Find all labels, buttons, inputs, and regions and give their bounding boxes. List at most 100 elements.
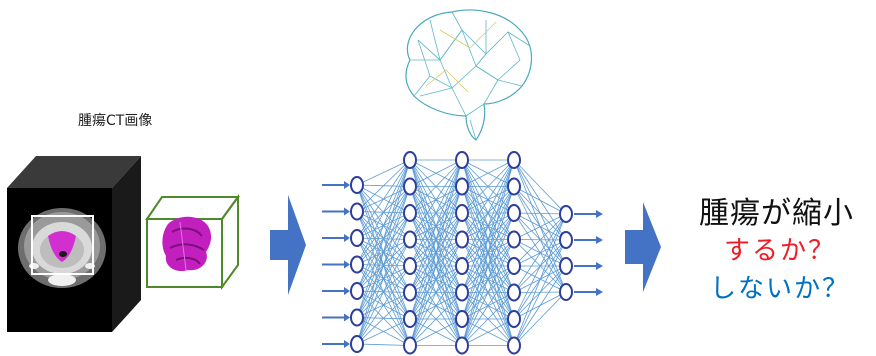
network-node	[507, 283, 521, 302]
network-edge	[513, 212, 567, 215]
input-arrow-head	[344, 181, 350, 189]
network-edge	[513, 213, 567, 293]
network-edge	[409, 159, 463, 267]
network-node	[507, 230, 521, 249]
network-edge	[409, 159, 463, 240]
output-arrow-head	[596, 262, 603, 270]
network-node	[559, 283, 573, 301]
network-edge	[409, 212, 463, 346]
input-arrow-head	[344, 260, 350, 269]
network-node	[350, 282, 364, 300]
network-edge	[461, 212, 515, 346]
network-node	[559, 205, 573, 223]
network-node	[507, 336, 521, 355]
network-edge	[461, 186, 515, 346]
network-edge	[356, 159, 411, 212]
input-arrow-head	[344, 313, 350, 322]
network-node	[350, 255, 364, 274]
network-node	[350, 335, 364, 353]
network-edge	[513, 159, 567, 215]
network-edge	[513, 291, 567, 346]
network-edge	[461, 159, 515, 187]
output-answer-no: しないか？	[710, 274, 851, 304]
network-edge	[356, 239, 411, 345]
network-edge	[409, 159, 463, 346]
network-node	[455, 151, 469, 169]
network-edge	[356, 159, 411, 265]
output-arrow-head	[596, 236, 603, 244]
ct-scan-volume-icon	[7, 156, 141, 332]
network-edge	[356, 212, 411, 345]
network-edge	[356, 186, 411, 345]
network-node	[403, 283, 417, 302]
network-node	[507, 204, 521, 222]
network-edge	[356, 318, 411, 345]
network-edge	[513, 213, 567, 267]
network-edge	[409, 186, 463, 346]
process-arrow-2	[625, 202, 661, 292]
network-edge	[356, 159, 411, 318]
network-node	[507, 310, 521, 328]
network-node	[455, 283, 469, 302]
network-edge	[356, 159, 411, 239]
network-node	[559, 257, 573, 275]
network-edge	[409, 159, 463, 187]
network-node	[507, 257, 521, 275]
network-edge	[461, 318, 515, 346]
network-node	[403, 204, 417, 222]
network-node	[403, 151, 417, 169]
output-arrow-head	[596, 288, 603, 296]
network-edge	[513, 239, 567, 346]
network-edge	[461, 159, 515, 293]
network-edge	[513, 213, 567, 346]
network-node	[455, 336, 469, 355]
network-node	[350, 202, 364, 221]
network-edge	[461, 239, 515, 346]
tumor-3d-model-icon	[145, 193, 240, 291]
brain-mesh-icon	[405, 9, 532, 141]
network-node	[350, 229, 364, 247]
ct-image-label: 腫瘍CT画像	[78, 113, 153, 129]
input-arrow-head	[344, 340, 350, 348]
network-edge	[409, 318, 463, 346]
network-node	[403, 177, 417, 196]
network-edge	[356, 159, 411, 345]
network-edge	[513, 213, 567, 240]
network-edge	[409, 265, 463, 346]
ct-slice-image	[18, 208, 106, 288]
network-edge	[513, 213, 567, 320]
network-node	[559, 231, 573, 249]
process-arrow-1	[270, 195, 306, 295]
input-arrow-head	[344, 287, 350, 295]
output-answer-yes: するか？	[724, 236, 837, 266]
network-node	[350, 176, 364, 194]
output-arrow-head	[596, 210, 603, 218]
network-edge	[461, 159, 515, 240]
network-edge	[461, 159, 515, 320]
network-node	[507, 177, 521, 196]
network-edge	[513, 186, 567, 215]
network-edge	[461, 292, 515, 346]
network-node	[507, 151, 521, 169]
network-node	[455, 310, 469, 328]
network-edge	[409, 239, 463, 346]
network-edge	[356, 265, 411, 345]
network-node	[350, 308, 364, 327]
network-node	[403, 336, 417, 355]
network-node	[455, 230, 469, 249]
network-edge	[356, 159, 411, 292]
network-edge	[461, 265, 515, 346]
neural-network-icon	[322, 151, 603, 355]
input-arrow-head	[344, 234, 350, 242]
network-edge	[513, 265, 567, 346]
input-arrow-head	[344, 207, 350, 216]
network-node	[403, 310, 417, 328]
network-node	[455, 257, 469, 275]
network-edge	[461, 159, 515, 214]
network-edge	[461, 159, 515, 267]
network-node	[403, 257, 417, 275]
network-edge	[461, 159, 515, 346]
network-edge	[356, 292, 411, 345]
network-node	[455, 204, 469, 222]
